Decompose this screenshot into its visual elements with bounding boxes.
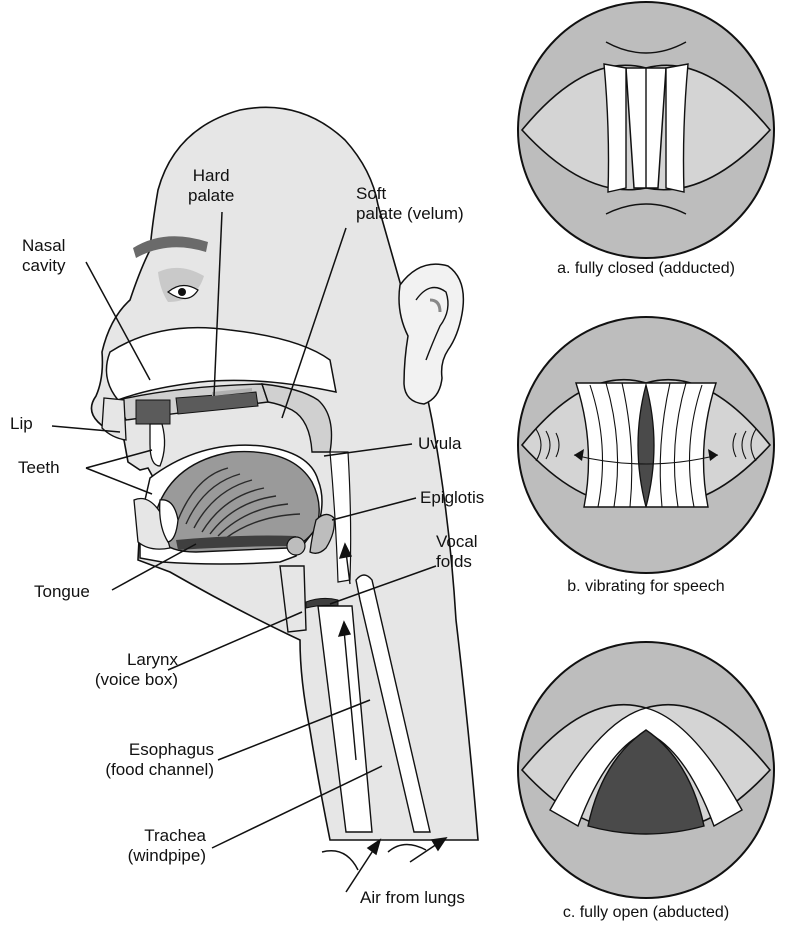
label-trachea: Trachea (windpipe) — [86, 826, 206, 866]
label-larynx-line2: (voice box) — [58, 670, 178, 690]
label-teeth: Teeth — [18, 458, 60, 478]
label-hard-palate-line2: palate — [188, 186, 234, 206]
label-uvula: Uvula — [418, 434, 461, 454]
glottis-open-figure — [518, 642, 774, 898]
label-tongue: Tongue — [34, 582, 90, 602]
caption-vibrating: b. vibrating for speech — [506, 578, 786, 596]
upper-tooth — [150, 424, 165, 466]
air-arrows — [322, 838, 446, 892]
caption-fully-open: c. fully open (abducted) — [506, 904, 786, 922]
label-larynx-line1: Larynx — [58, 650, 178, 670]
label-larynx: Larynx (voice box) — [58, 650, 178, 690]
label-esophagus-line1: Esophagus — [74, 740, 214, 760]
label-soft-palate-line1: Soft — [356, 184, 464, 204]
label-soft-palate-line2: palate (velum) — [356, 204, 464, 224]
ear-icon — [399, 264, 463, 404]
label-soft-palate: Soft palate (velum) — [356, 184, 464, 224]
upper-lip — [102, 398, 126, 440]
label-air-from-lungs: Air from lungs — [360, 888, 465, 908]
label-vocal-folds: Vocal folds — [436, 532, 478, 572]
label-hard-palate: Hard palate — [188, 166, 234, 206]
label-hard-palate-line1: Hard — [188, 166, 234, 186]
label-esophagus-line2: (food channel) — [74, 760, 214, 780]
label-vocal-folds-line2: folds — [436, 552, 478, 572]
label-vocal-folds-line1: Vocal — [436, 532, 478, 552]
label-trachea-line1: Trachea — [86, 826, 206, 846]
label-nasal-cavity-line2: cavity — [22, 256, 65, 276]
label-trachea-line2: (windpipe) — [86, 846, 206, 866]
label-nasal-cavity: Nasal cavity — [22, 236, 65, 276]
glottis-vibrating-figure — [518, 317, 774, 573]
label-nasal-cavity-line1: Nasal — [22, 236, 65, 256]
label-lip: Lip — [10, 414, 33, 434]
caption-fully-closed: a. fully closed (adducted) — [506, 260, 786, 278]
label-esophagus: Esophagus (food channel) — [74, 740, 214, 780]
glottis-closed-figure — [518, 2, 774, 258]
label-epiglotis: Epiglotis — [420, 488, 484, 508]
